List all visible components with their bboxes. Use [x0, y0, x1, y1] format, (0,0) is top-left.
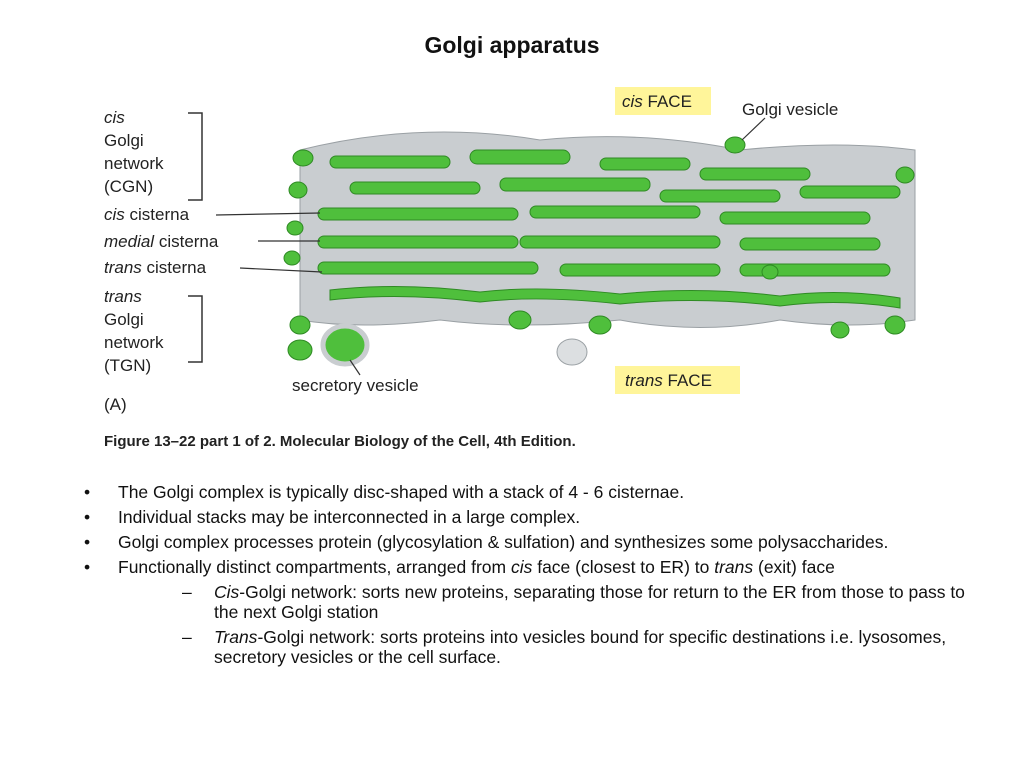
cis-face-highlight [615, 87, 711, 115]
golgi-vesicle-leader [741, 117, 766, 141]
trans-cisterna-leader [239, 267, 323, 273]
bullet-text: (exit) face [753, 557, 835, 577]
cis-cisterna-label: cis cisterna [104, 205, 190, 224]
medial-cisterna-label: medial cisterna [104, 232, 219, 251]
bullet-item: Golgi complex processes protein (glycosy… [80, 532, 980, 552]
cisternae [317, 149, 901, 309]
golgi-membrane [299, 131, 916, 328]
bullet-italic: trans [714, 557, 754, 577]
secretory-vesicle-leader [349, 359, 361, 376]
sub-bullet-text: -Golgi network: sorts new proteins, sepa… [214, 582, 965, 622]
golgi-vesicle-label: Golgi vesicle [742, 100, 838, 119]
bullet-item: Individual stacks may be interconnected … [80, 507, 980, 527]
golgi-diagram: cis Golgi network (CGN) cis cisterna med… [104, 87, 916, 450]
sub-bullet-item: Trans-Golgi network: sorts proteins into… [118, 627, 980, 667]
cis-face-label: cis FACE [622, 92, 692, 111]
bullet-item: The Golgi complex is typically disc-shap… [80, 482, 980, 502]
figure-caption: Figure 13–22 part 1 of 2. Molecular Biol… [104, 433, 576, 450]
trans-face-highlight [615, 366, 740, 394]
secretory-vesicle [320, 323, 370, 367]
vesicles [283, 136, 915, 361]
sub-bullet-text: -Golgi network: sorts proteins into vesi… [214, 627, 947, 667]
tgn-label: trans Golgi network (TGN) [104, 287, 168, 375]
panel-label: (A) [104, 395, 127, 414]
sub-bullet-italic: Cis [214, 582, 240, 602]
sub-bullet-italic: Trans [214, 627, 258, 647]
sub-bullet-list: Cis-Golgi network: sorts new proteins, s… [118, 582, 980, 667]
cgn-bracket [188, 112, 203, 201]
bullet-text: Functionally distinct compartments, arra… [118, 557, 511, 577]
secretory-vesicle-label: secretory vesicle [292, 376, 419, 395]
bullet-item: Functionally distinct compartments, arra… [80, 557, 980, 667]
grey-vesicle [556, 338, 588, 366]
trans-face-label: trans FACE [625, 371, 712, 390]
sub-bullet-item: Cis-Golgi network: sorts new proteins, s… [118, 582, 980, 622]
bullet-text: face (closest to ER) to [532, 557, 715, 577]
bullet-italic: cis [510, 557, 533, 577]
tgn-bracket [188, 295, 203, 363]
bullet-list: The Golgi complex is typically disc-shap… [80, 482, 980, 672]
cgn-label: cis Golgi network (CGN) [104, 108, 168, 196]
slide-title: Golgi apparatus [424, 32, 600, 58]
trans-cisterna-label: trans cisterna [104, 258, 207, 277]
cis-cisterna-leader [215, 212, 321, 216]
